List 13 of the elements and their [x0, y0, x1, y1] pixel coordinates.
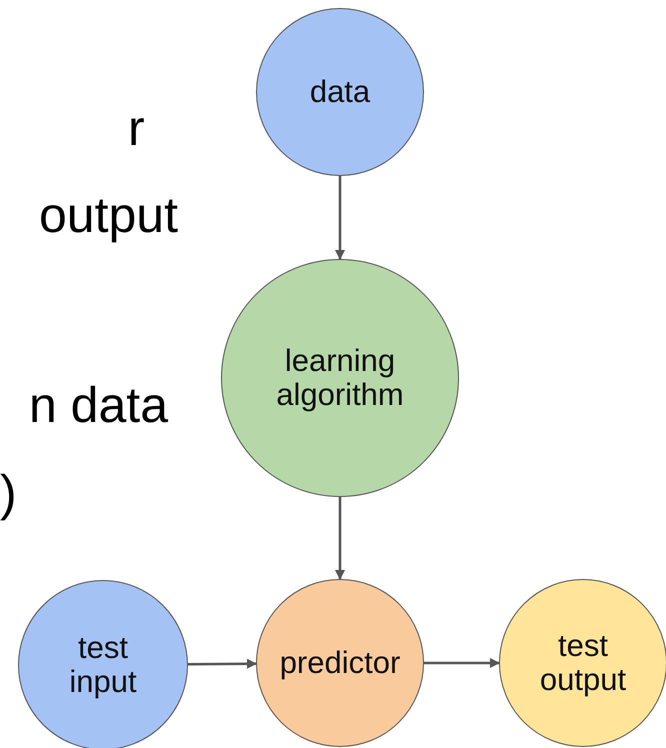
arrow	[335, 497, 345, 580]
node-label: predictor	[278, 646, 402, 680]
node-label: learning algorithm	[275, 344, 405, 412]
node-label: test output	[538, 628, 628, 698]
arrow	[424, 658, 500, 668]
slide-text: r	[128, 103, 145, 153]
node-label: data	[308, 74, 372, 110]
slide-text: output	[38, 190, 178, 240]
node-label: test input	[68, 630, 138, 700]
slide-text: n data	[28, 380, 168, 430]
arrow	[188, 658, 257, 669]
arrow	[335, 176, 345, 260]
slide-text: )	[0, 468, 17, 518]
